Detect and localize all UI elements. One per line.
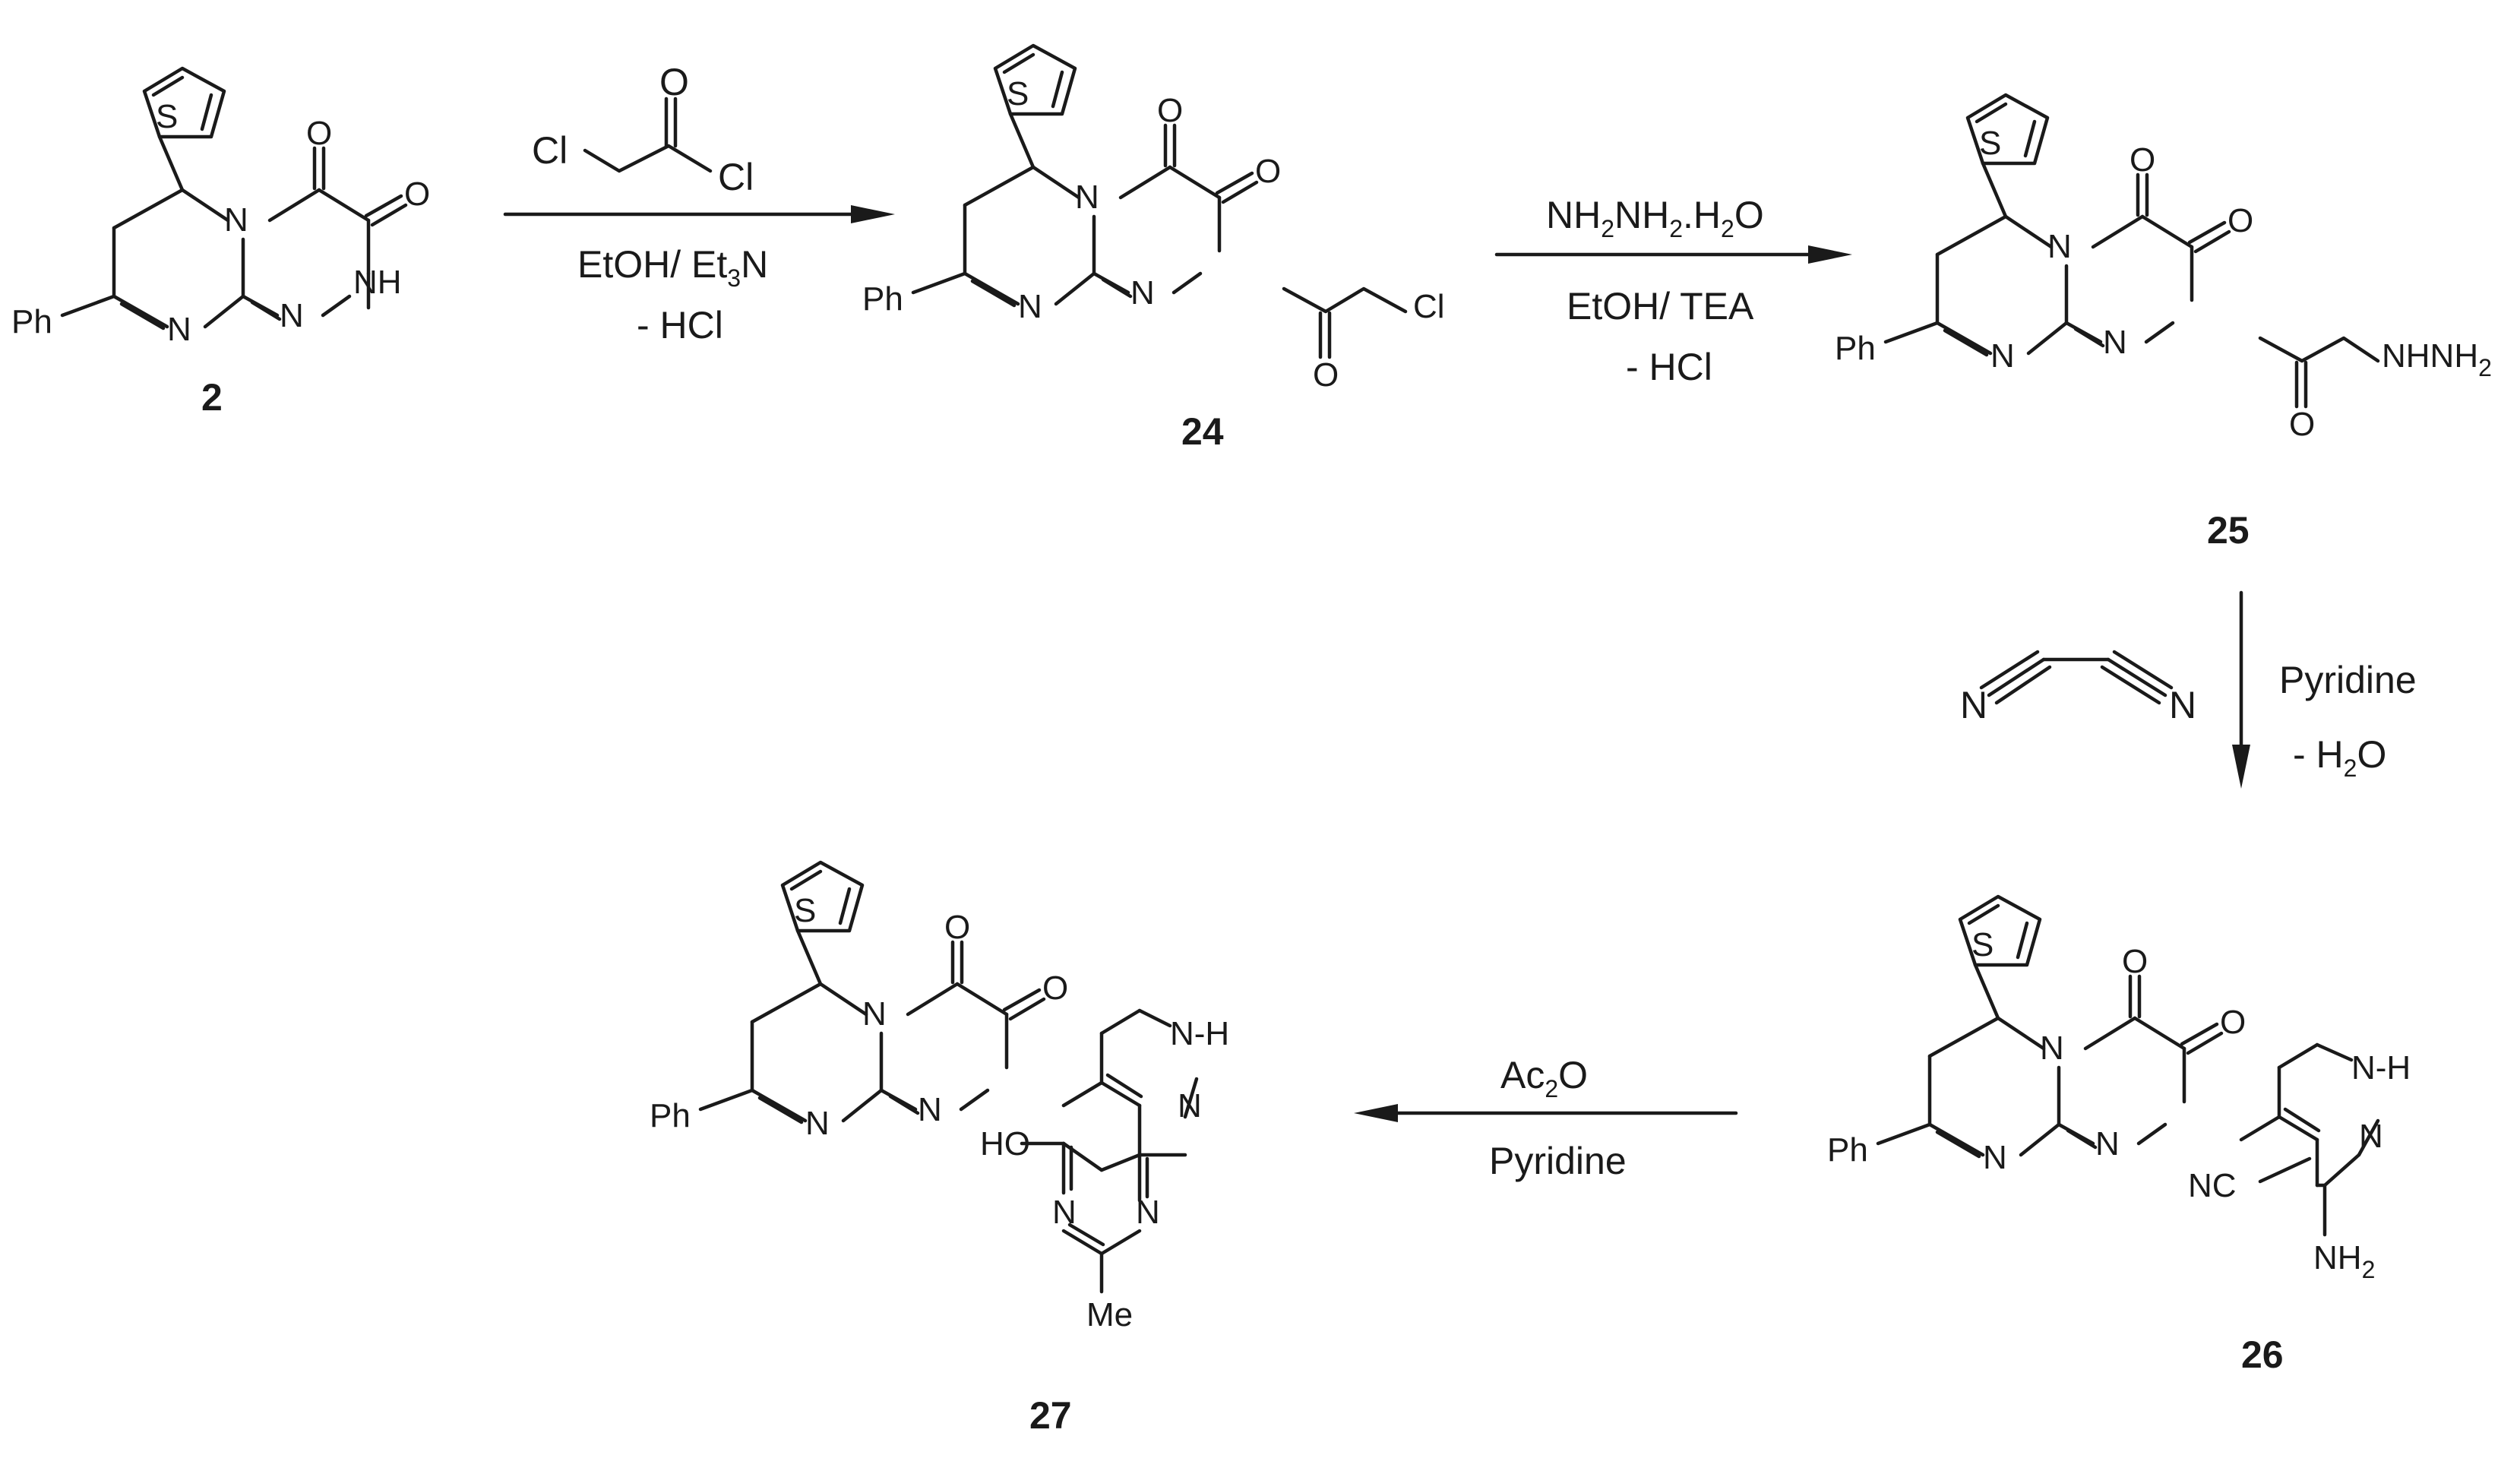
cyano-label: NC xyxy=(2188,1167,2237,1204)
reagent-cl: Cl xyxy=(532,129,568,172)
reagent-o: O xyxy=(659,61,689,103)
methyl-label: Me xyxy=(1086,1296,1133,1333)
nh-label: N-H xyxy=(1170,1015,1229,1052)
solvent-label: Pyridine xyxy=(2279,659,2417,701)
nh-label: N-H xyxy=(2351,1049,2411,1087)
compound-number: 27 xyxy=(1029,1394,1072,1437)
reagent-n: N xyxy=(2169,684,2196,726)
atom-n-label: N xyxy=(2359,1118,2383,1155)
compound-26: N-H N NC NH2 26 xyxy=(1827,897,2411,1376)
atom-n-label: N xyxy=(1136,1194,1160,1231)
reagent-label: Ac2O xyxy=(1500,1054,1588,1102)
arrowhead-icon xyxy=(1354,1104,1398,1122)
step-1: Cl Cl O EtOH/ Et3N - HCl xyxy=(503,61,895,346)
arrowhead-icon xyxy=(851,205,895,223)
byproduct-label: - HCl xyxy=(637,304,723,346)
reagent-n: N xyxy=(1960,684,1987,726)
hydroxy-label: HO xyxy=(980,1125,1030,1162)
compound-number: 25 xyxy=(2207,509,2250,552)
atom-o-label: O xyxy=(1313,356,1339,394)
compound-27: N-H N HO N N Me 27 xyxy=(650,862,1229,1437)
compound-2: NH 2 xyxy=(11,68,430,419)
atom-n-label: N xyxy=(1052,1194,1077,1231)
atom-cl-label: Cl xyxy=(1413,288,1445,325)
byproduct-label: - HCl xyxy=(1626,346,1712,388)
step-3: N N Pyridine - H2O xyxy=(1960,590,2417,789)
atom-o-label: O xyxy=(2289,406,2315,443)
solvent-label: Pyridine xyxy=(1489,1140,1627,1182)
step-4: Ac2O Pyridine xyxy=(1354,1054,1738,1182)
reagent-hydrazine-hydrate: NH2NH2.H2O xyxy=(1546,194,1764,242)
hydrazinyl-label: NHNH2 xyxy=(2382,337,2492,381)
solvent-label: EtOH/ Et3N xyxy=(577,243,768,292)
byproduct-label: - H2O xyxy=(2293,733,2386,782)
step-2: NH2NH2.H2O EtOH/ TEA - HCl xyxy=(1494,194,1852,388)
amino-label: NH2 xyxy=(2313,1239,2375,1283)
atom-n-label: N xyxy=(1178,1087,1202,1124)
solvent-label: EtOH/ TEA xyxy=(1567,285,1754,327)
compound-number: 24 xyxy=(1181,410,1224,453)
compound-number: 26 xyxy=(2241,1333,2284,1376)
arrowhead-icon xyxy=(1808,245,1852,264)
reagent-cl: Cl xyxy=(718,156,754,198)
arrowhead-icon xyxy=(2232,745,2250,789)
nh-label: NH xyxy=(353,264,402,301)
compound-number: 2 xyxy=(201,376,223,419)
compound-24: O Cl 24 xyxy=(862,46,1445,453)
compound-25: O NHNH2 25 xyxy=(1835,95,2492,552)
